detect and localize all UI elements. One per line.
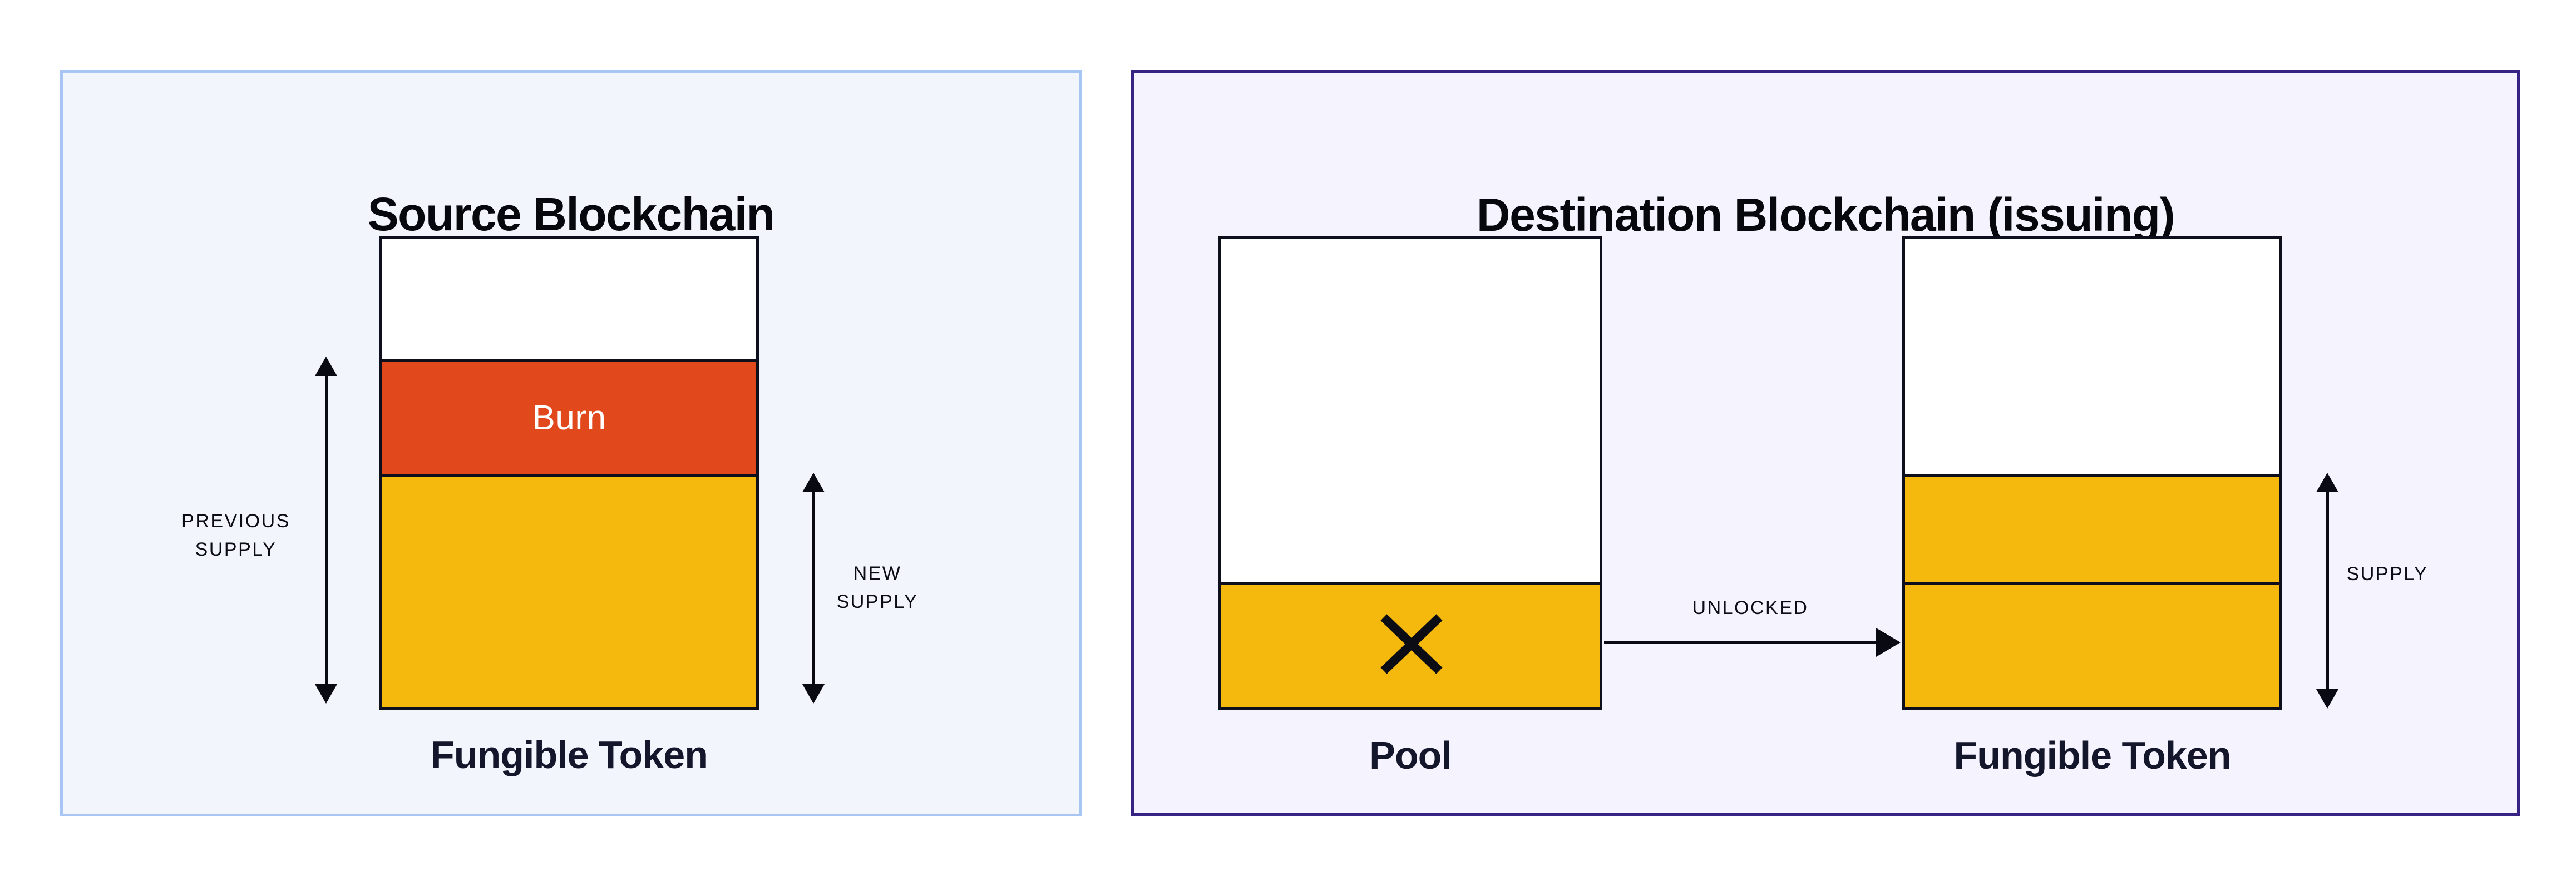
previous-supply-arrow — [314, 357, 338, 704]
arrow-shaft — [2326, 492, 2329, 689]
destination-token-bar — [1902, 236, 2282, 710]
source-panel-title: Source Blockchain — [367, 188, 775, 240]
arrow-right-icon — [1876, 628, 1901, 657]
pool-bar-empty-segment — [1221, 239, 1600, 582]
pool-bar — [1218, 236, 1602, 710]
supply-arrow — [2315, 473, 2340, 709]
unlocked-label: UNLOCKED — [1692, 597, 1809, 618]
destination-bar-unlocked-segment — [1905, 582, 2279, 707]
source-bar-new-supply-segment — [382, 477, 756, 707]
arrow-shaft — [812, 492, 815, 684]
arrow-up-icon — [2316, 473, 2338, 492]
cross-icon — [1380, 614, 1443, 674]
destination-bar-minted-segment — [1905, 474, 2279, 582]
destination-bar-unissued-segment — [1905, 239, 2279, 474]
new-supply-arrow — [801, 473, 826, 704]
arrow-up-icon — [315, 357, 337, 376]
arrow-down-icon — [315, 684, 337, 704]
arrow-down-icon — [2316, 689, 2338, 709]
arrow-shaft — [1604, 641, 1876, 644]
destination-panel-title: Destination Blockchain (issuing) — [1476, 189, 2175, 241]
source-blockchain-panel: Source Blockchain Burn PREVIOUS SUPPLY N… — [60, 70, 1082, 816]
burn-label: Burn — [532, 399, 606, 437]
supply-label: SUPPLY — [2346, 563, 2429, 585]
arrow-shaft — [324, 376, 328, 684]
source-bar-unissued-segment — [382, 239, 756, 359]
pool-bar-caption: Pool — [1369, 734, 1452, 777]
source-bar-burn-segment: Burn — [382, 359, 756, 477]
arrow-up-icon — [802, 473, 825, 492]
source-bar-caption: Fungible Token — [430, 733, 708, 776]
destination-blockchain-panel: Destination Blockchain (issuing) UNLOCKE… — [1131, 70, 2520, 816]
unlocked-arrow — [1604, 628, 1901, 657]
source-token-bar: Burn — [379, 236, 759, 710]
destination-bar-caption: Fungible Token — [1953, 734, 2231, 777]
arrow-down-icon — [802, 684, 825, 704]
new-supply-label: NEW SUPPLY — [836, 563, 919, 612]
previous-supply-label: PREVIOUS SUPPLY — [181, 511, 290, 560]
